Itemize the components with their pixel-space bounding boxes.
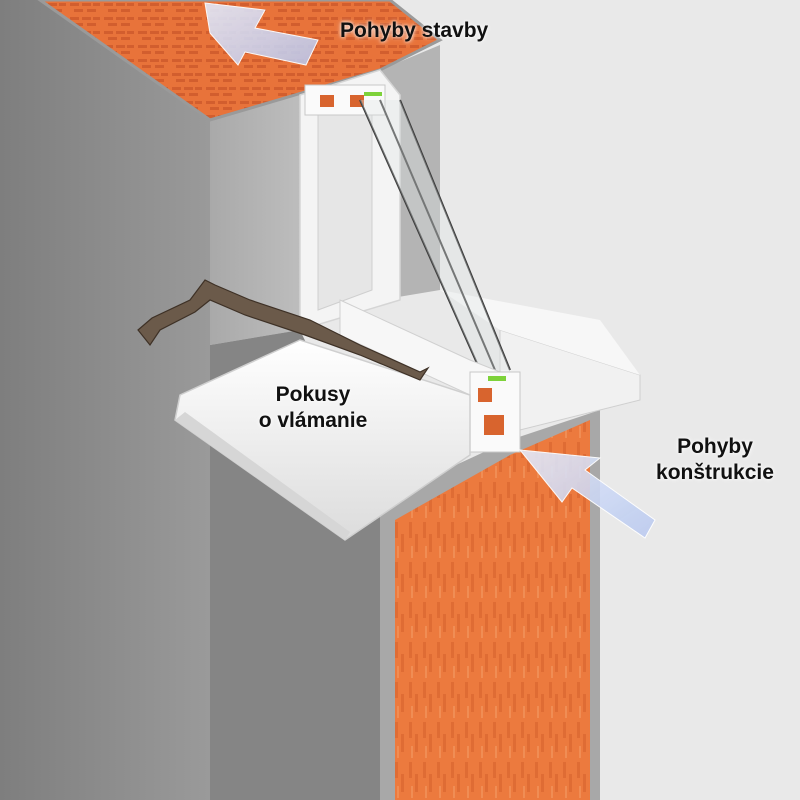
construction-movement-arrow-icon <box>518 449 656 539</box>
brick-lower-section <box>395 420 590 800</box>
burglary-line-2: o vlámanie <box>258 409 368 432</box>
wall-reveal-face <box>210 95 300 345</box>
glass-pane-2 <box>379 99 496 371</box>
burglary-line-1: Pokusy <box>275 383 351 406</box>
brick-top-outline <box>37 0 443 122</box>
interior-sill-top <box>440 290 640 375</box>
frame-reinforcement-bottom-2 <box>484 415 504 435</box>
frame-reinforcement-bottom <box>478 388 492 402</box>
gasket-bottom <box>488 376 506 381</box>
gasket-top <box>364 92 382 96</box>
frame-bottom-profile <box>469 371 521 453</box>
frame-top-profile <box>304 84 386 116</box>
burglary-attempts-label: Pokusy o vlámanie <box>238 382 388 434</box>
crowbar-icon <box>137 279 430 381</box>
glass-pane-1 <box>359 99 481 371</box>
building-movement-arrow-icon <box>204 2 319 66</box>
frame-reinforcement-top <box>320 95 334 107</box>
glass-pane-3 <box>399 99 511 371</box>
construction-line-1: Pohyby <box>677 435 753 458</box>
building-movement-label: Pohyby stavby <box>340 18 488 44</box>
sill-front-edge <box>175 412 350 540</box>
construction-line-2: konštrukcie <box>656 461 774 484</box>
glass-fill <box>360 100 510 370</box>
window-frame-inner <box>317 89 373 311</box>
building-movement-text: Pohyby stavby <box>340 19 489 42</box>
frame-reinforcement-top-2 <box>350 95 364 107</box>
wall-front-face <box>0 0 210 800</box>
construction-movement-label: Pohyby konštrukcie <box>640 434 790 486</box>
